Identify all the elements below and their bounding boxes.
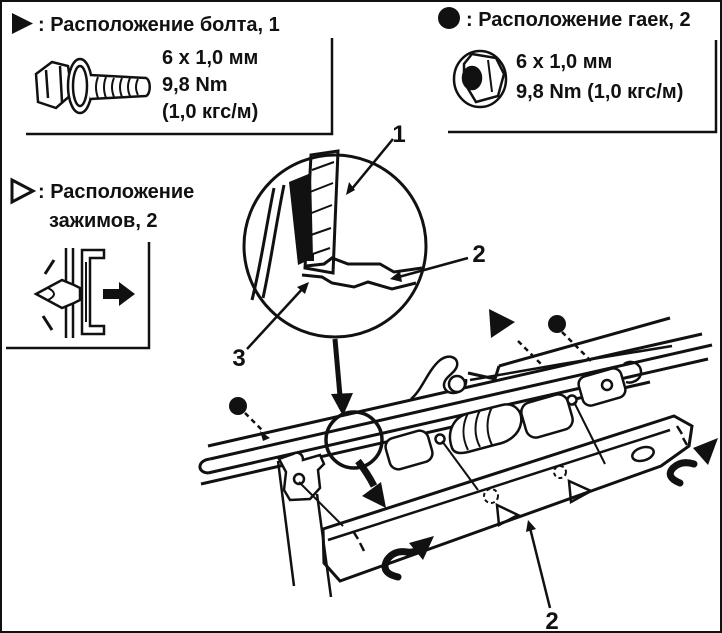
location-circle: [324, 410, 384, 470]
tailgate-upper-edge: [467, 316, 673, 382]
nut-spec-torque: 9,8 Nm (1,0 кгс/м): [516, 81, 683, 103]
nut-location-dot-right: [548, 315, 566, 333]
nut-icon: [452, 49, 508, 109]
tailgate-drawing: 1 2 3 2: [198, 121, 718, 633]
clip-location-marker-left: [495, 502, 521, 527]
legend-clip: : Расположение зажимов, 2: [6, 177, 194, 350]
rotation-arrow-bottom: [381, 545, 423, 581]
legend-bolt-label: : Расположение болта, 1: [38, 14, 280, 36]
legend-bolt: : Расположение болта, 1 6 x 1,0 мм 9,8 N…: [12, 13, 334, 136]
rotation-arrows: [381, 438, 718, 581]
nut-spec-size: 6 x 1,0 мм: [516, 51, 612, 73]
callout-2-lower: 2: [545, 608, 558, 633]
legend-nut: : Расположение гаек, 2 6 x 1,0 мм 9,8 Nm…: [438, 7, 718, 134]
legend-clip-box: [6, 242, 151, 350]
legend-clip-label-line2: зажимов, 2: [49, 210, 158, 232]
legend-nut-box: [448, 40, 718, 134]
nut-location-dot-left: [229, 397, 247, 415]
bolt-icon: [34, 57, 151, 115]
bolt-spec-torque: 9,8 Nm: [162, 74, 228, 96]
clip-pull-arrow-icon: [103, 282, 135, 306]
bolt-marker-icon: [12, 13, 33, 34]
callout-1: 1: [392, 121, 405, 148]
legend-nut-label: : Расположение гаек, 2: [466, 9, 691, 31]
zoom-arrows: [324, 338, 386, 508]
nut-marker-icon: [438, 7, 460, 29]
clip-location-marker-right: [567, 478, 594, 505]
callout-2-upper: 2: [472, 241, 485, 268]
callout-3: 3: [232, 345, 245, 372]
fastener-markers: [229, 309, 594, 527]
legend-bolt-box: [26, 38, 334, 136]
rotation-arrow-right: [666, 459, 698, 487]
zoom-arrow-down: [331, 393, 353, 416]
callouts: 1 2 3 2: [232, 121, 558, 633]
magnifier-detail: [242, 149, 428, 339]
tailgate-details: [276, 355, 643, 598]
stud-leader-lines: [298, 401, 606, 527]
zoom-arrow-to-strip: [362, 482, 386, 508]
bolt-spec-size: 6 x 1,0 мм: [162, 47, 258, 69]
bolt-spec-torque-kg: (1,0 кгс/м): [162, 101, 258, 123]
legend-clip-label-line1: : Расположение: [38, 181, 194, 203]
clip-marker-icon: [10, 177, 37, 205]
bolt-location-marker: [489, 309, 515, 338]
clip-icon: [33, 248, 135, 338]
